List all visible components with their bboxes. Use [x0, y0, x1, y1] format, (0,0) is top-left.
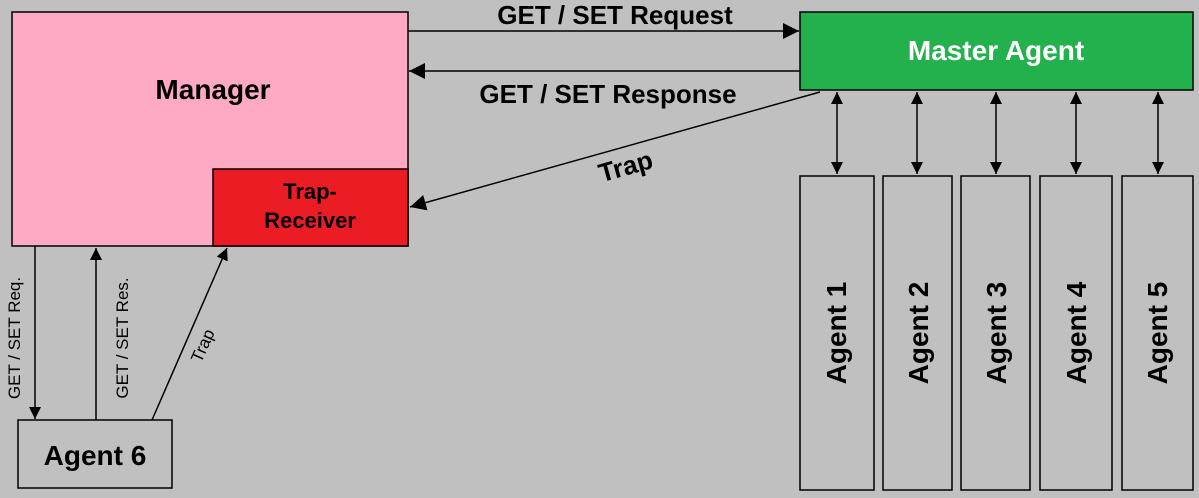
trap-receiver-box [212, 168, 409, 247]
get-set-response-label: GET / SET Response [479, 79, 736, 109]
master-agent-box [799, 11, 1194, 91]
agent3-box [960, 175, 1031, 491]
trap-receiver-label-line1: Trap- [283, 179, 337, 204]
agent3-label: Agent 3 [981, 282, 1012, 385]
agent2-label: Agent 2 [903, 282, 934, 385]
agent2-box [882, 175, 953, 491]
agent5-box [1121, 175, 1194, 491]
agent6-label: Agent 6 [44, 440, 147, 471]
agent4-box [1039, 175, 1113, 491]
master-agent-label: Master Agent [908, 35, 1084, 66]
manager-label: Manager [155, 74, 270, 105]
get-set-request-label: GET / SET Request [497, 0, 733, 30]
agent6-response-label: GET / SET Res. [113, 277, 132, 398]
trap-receiver-label-line2: Receiver [264, 208, 356, 233]
agent6-trap-arrow [151, 247, 228, 421]
agent6-box [17, 419, 173, 489]
agent1-box [799, 175, 875, 491]
trap-master-label: Trap [595, 144, 656, 188]
agent4-label: Agent 4 [1061, 281, 1092, 384]
agent5-label: Agent 5 [1142, 282, 1173, 385]
agent6-request-label: GET / SET Req. [5, 277, 24, 399]
agent6-trap-label: Trap [187, 326, 218, 365]
trap-master-arrow [409, 91, 821, 211]
agent1-label: Agent 1 [821, 282, 852, 385]
